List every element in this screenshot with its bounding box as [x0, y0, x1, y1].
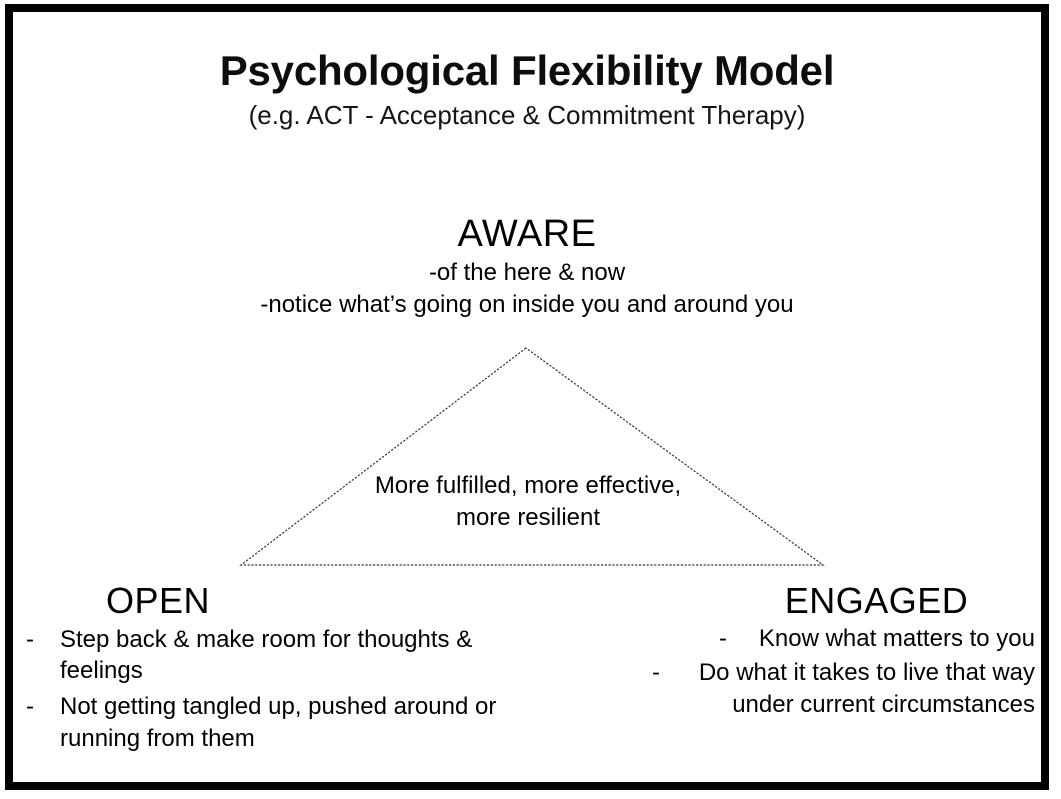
center-caption-line-2: more resilient — [455, 503, 601, 531]
bullet-dash-icon: - — [26, 625, 34, 653]
page-subtitle: (e.g. ACT - Acceptance & Commitment Ther… — [248, 100, 806, 131]
engaged-item-text: Know what matters to you — [758, 624, 1035, 652]
bullet-dash-icon: - — [652, 659, 660, 687]
open-item-text: Step back & make room for thoughts & fee… — [60, 625, 473, 685]
aware-block: AWARE -of the here & now -notice what’s … — [13, 213, 1041, 319]
open-list-item: - Step back & make room for thoughts & f… — [13, 624, 503, 687]
slide-frame: Psychological Flexibility Model (e.g. AC… — [5, 4, 1049, 790]
open-list-item: - Not getting tangled up, pushed around … — [13, 691, 503, 754]
engaged-list-item: - Know what matters to you — [633, 623, 1035, 655]
engaged-item-continuation: under current circumstances — [732, 691, 1035, 719]
open-item-text: Not getting tangled up, pushed around or… — [60, 693, 497, 752]
slide-canvas: Psychological Flexibility Model (e.g. AC… — [13, 12, 1041, 782]
aware-line-1: -of the here & now — [428, 258, 626, 286]
bullet-dash-icon: - — [26, 693, 34, 721]
center-caption: More fulfilled, more effective, more res… — [313, 470, 743, 533]
aware-heading: AWARE — [457, 213, 597, 255]
aware-line-2: -notice what’s going on inside you and a… — [260, 291, 794, 319]
engaged-list-item: - Do what it takes to live that way — [633, 657, 1035, 689]
open-block: OPEN - Step back & make room for thought… — [13, 582, 503, 754]
engaged-item-text: Do what it takes to live that way — [698, 659, 1035, 687]
engaged-heading: ENGAGED — [784, 580, 969, 621]
title-block: Psychological Flexibility Model (e.g. AC… — [13, 48, 1041, 130]
open-heading: OPEN — [105, 580, 211, 621]
engaged-block: ENGAGED - Know what matters to you - Do … — [633, 582, 1035, 721]
bullet-dash-icon: - — [719, 624, 727, 652]
page-title: Psychological Flexibility Model — [219, 47, 835, 94]
center-caption-line-1: More fulfilled, more effective, — [374, 472, 682, 499]
